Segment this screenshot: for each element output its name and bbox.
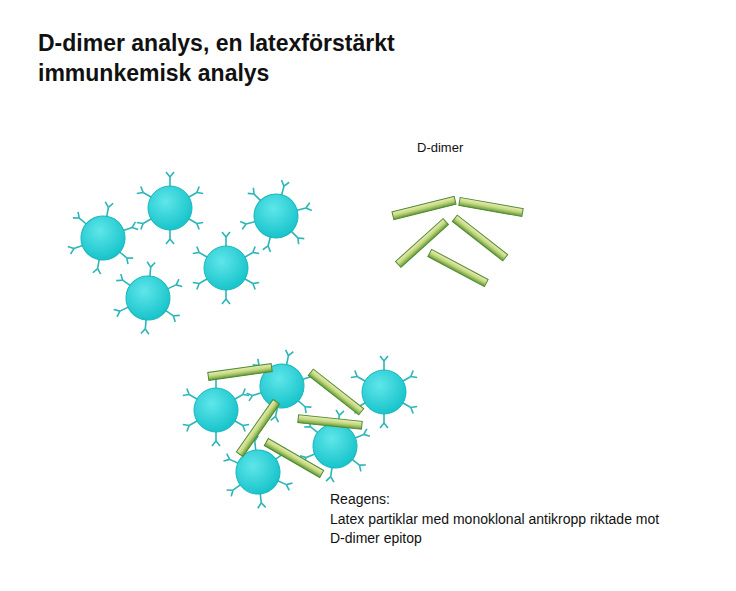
agglutinated-complex	[183, 344, 417, 511]
diagram-title: D-dimer analys, en latexförstärkt immunk…	[38, 28, 478, 88]
latex-particles	[64, 172, 317, 337]
d-dimer-rods	[392, 196, 523, 286]
reagent-heading: Reagens:	[330, 491, 390, 507]
reagent-note: Latex partiklar med monoklonal antikropp…	[330, 510, 665, 548]
d-dimer-label: D-dimer	[417, 140, 463, 155]
